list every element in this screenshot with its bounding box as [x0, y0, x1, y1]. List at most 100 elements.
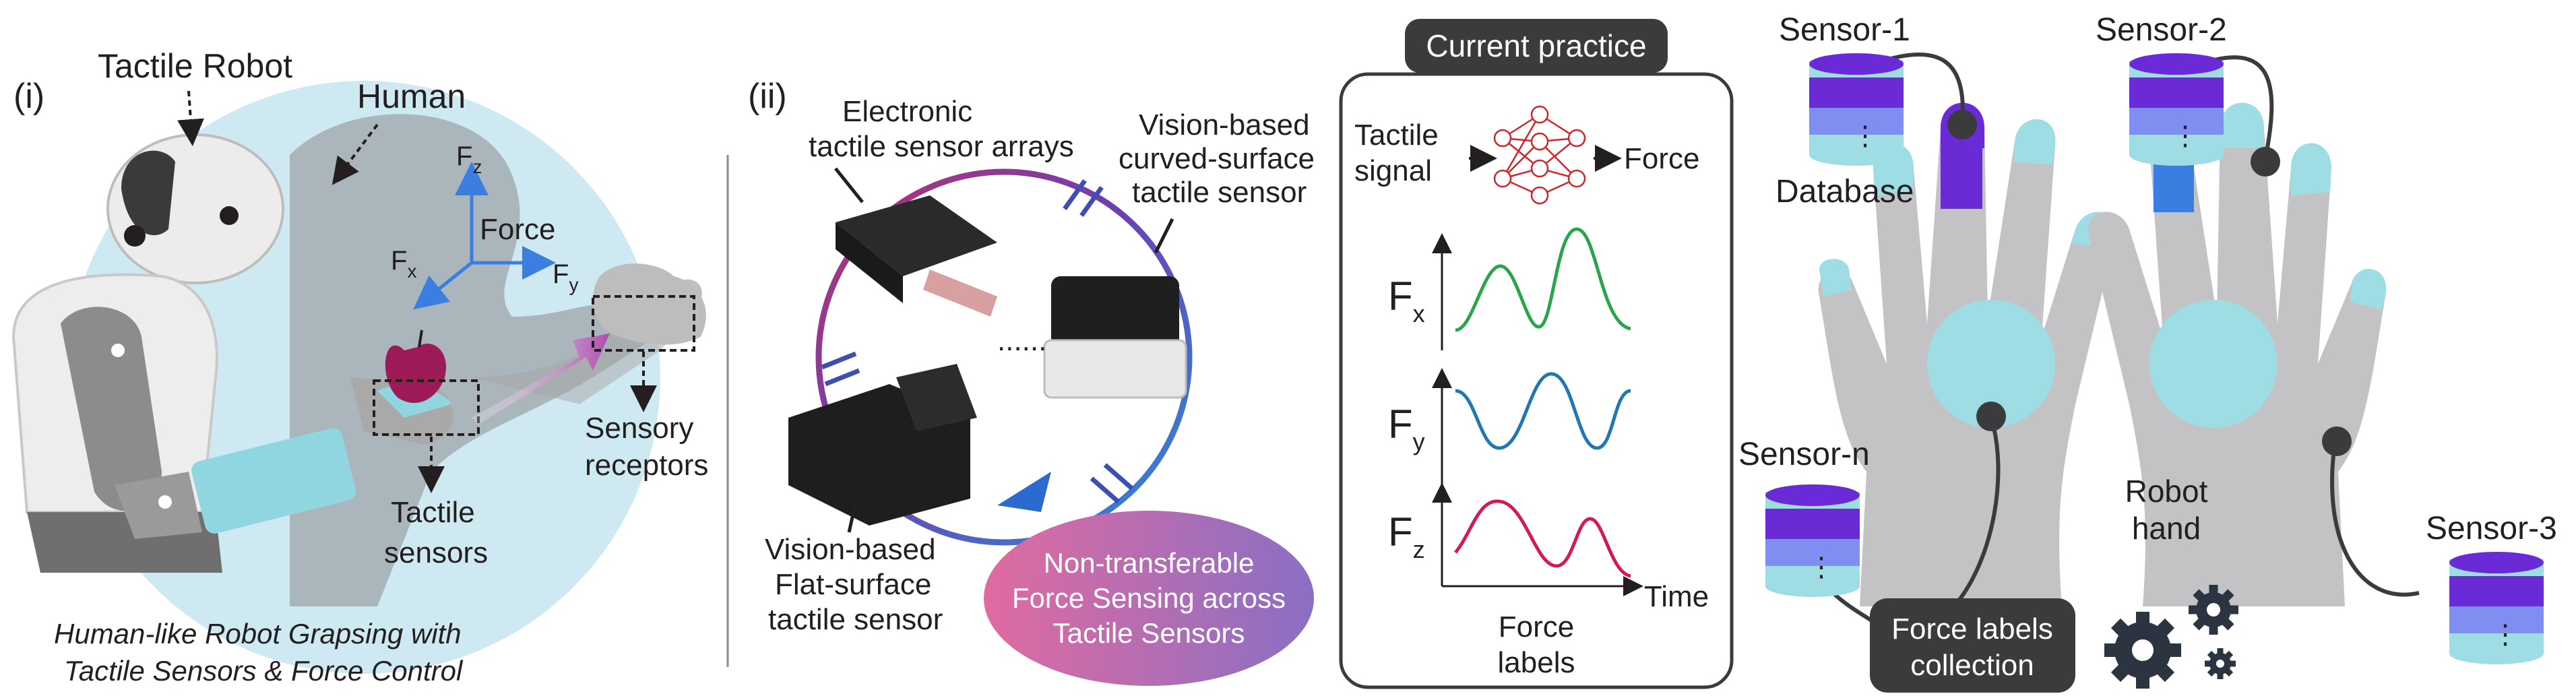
left-palm-sensor-node — [1976, 402, 2006, 431]
current-practice-title: Current practice — [1426, 28, 1646, 63]
sensory-receptors-label-1: Sensory — [585, 412, 693, 445]
sensor-n-label: Sensor-n — [1738, 437, 1870, 472]
left-palm-pad — [1927, 300, 2055, 428]
human-label: Human — [357, 77, 466, 115]
fx-curve — [1455, 227, 1631, 332]
electronic-label-1: Electronic — [842, 95, 972, 128]
right-palm-pad — [2149, 300, 2277, 428]
flat-label-3: tactile sensor — [768, 603, 943, 636]
tactile-sensors-label-2: sensors — [384, 536, 488, 569]
robot-upper-arm — [61, 307, 162, 511]
human-hand-shadow — [593, 263, 706, 345]
human-shadow — [290, 114, 702, 606]
caption-line-1: Human-like Robot Grapsing with — [54, 618, 462, 650]
curved-label-2: curved-surface — [1119, 142, 1315, 175]
panel-ii-tag: (ii) — [748, 77, 787, 116]
database-icon-2: ⋮ — [2129, 53, 2224, 166]
database-label: Database — [1776, 174, 1914, 210]
tactile-sensors-label-1: Tactile — [391, 496, 475, 529]
apple-stem — [418, 329, 423, 348]
database-icon-3: ⋮ — [2449, 552, 2544, 664]
receptor-box — [592, 295, 695, 352]
sensory-receptors-label-2: receptors — [585, 449, 708, 482]
sensor-ring — [815, 168, 1193, 546]
plot-fz-label: Fz — [1388, 509, 1425, 563]
collection-box — [1870, 598, 2075, 693]
oval-line-3: Tactile Sensors — [1053, 617, 1245, 649]
robot-forearm-cyan — [191, 428, 356, 534]
ring-break-marks — [821, 179, 1134, 504]
right-palm-sensor-node — [2322, 426, 2352, 456]
oval-line-2: Force Sensing across — [1012, 582, 1286, 614]
flat-pointer — [847, 501, 858, 533]
curved-label-1: Vision-based — [1139, 108, 1310, 141]
force-plots — [1432, 233, 1643, 596]
electronic-pointer — [834, 167, 864, 203]
plot-fx-label: Fx — [1388, 274, 1425, 327]
database-icon-1: ⋮ — [1809, 53, 1904, 166]
sensor-3-label: Sensor-3 — [2426, 511, 2557, 546]
force-axis-x — [413, 261, 473, 310]
robot-joint-2 — [158, 495, 172, 509]
electronic-label-2: tactile sensor arrays — [809, 130, 1074, 163]
left-finger-2-band — [1941, 128, 1982, 209]
left-thumb-tip — [1819, 259, 1852, 296]
collection-label-1: Force labels — [1891, 612, 2053, 645]
flat-label-2: Flat-surface — [775, 568, 931, 601]
tactile-robot-label: Tactile Robot — [98, 47, 292, 85]
robot-visor — [121, 150, 175, 236]
fy-label: Fy — [553, 259, 578, 295]
more-sensors-dots: ...... — [997, 324, 1046, 357]
right-finger-tip-2 — [2220, 102, 2264, 148]
curved-pointer — [1154, 218, 1174, 254]
neural-network-icon — [1493, 105, 1586, 205]
database-icon-n: ⋮ — [1765, 484, 1860, 597]
time-label: Time — [1644, 580, 1709, 613]
robot-joint — [111, 344, 125, 357]
panel-i: (i) Fz Fy Fx Force Tactile Robot Hum — [11, 47, 708, 687]
oval-line-1: Non-transferable — [1044, 547, 1255, 579]
flat-sensor-top — [896, 364, 977, 431]
human-pointer — [332, 123, 379, 185]
tactile-signal-1: Tactile — [1354, 119, 1439, 152]
current-practice-box — [1339, 72, 1734, 689]
electronic-sensor-cable — [923, 270, 997, 317]
right-finger-sensor-node — [2251, 147, 2280, 177]
svg-text:⋮: ⋮ — [2492, 620, 2519, 650]
curved-sensor-base — [1043, 339, 1187, 399]
flat-label-1: Vision-based — [765, 533, 936, 566]
caption-line-2: Tactile Sensors & Force Control — [64, 655, 464, 687]
hands-panel: ⋮ ⋮ ⋮ ⋮ Sensor-1 Sensor-2 Dat — [1738, 12, 2557, 693]
right-finger-tip-3 — [2291, 143, 2331, 195]
svg-text:⋮: ⋮ — [1852, 121, 1879, 151]
fy-curve — [1455, 372, 1631, 450]
left-finger-sensor-node — [1947, 110, 1977, 139]
tactile-signal-2: signal — [1354, 154, 1432, 187]
non-transferable-oval — [984, 511, 1314, 686]
tactile-sensor-box — [373, 379, 480, 436]
robot-hand-label-2: hand — [2132, 511, 2201, 546]
curved-label-3: tactile sensor — [1132, 176, 1307, 209]
nn-force-label: Force — [1624, 142, 1699, 175]
force-labels-1: Force — [1499, 610, 1574, 643]
fz-label: Fz — [456, 141, 482, 177]
panel-i-tag: (i) — [13, 77, 44, 116]
apple-object — [385, 344, 446, 404]
tactile-robot-pointer — [177, 90, 204, 146]
left-finger-tip-3 — [2013, 119, 2056, 165]
fx-label: Fx — [391, 246, 416, 282]
gear-icon — [2104, 585, 2238, 689]
fz-curve — [1454, 499, 1631, 578]
sensor-1-label: Sensor-1 — [1779, 12, 1910, 48]
electronic-sensor — [836, 195, 997, 276]
svg-text:⋮: ⋮ — [2172, 121, 2199, 151]
robot-forearm — [115, 472, 202, 539]
electronic-sensor-side — [836, 222, 903, 303]
force-label: Force — [480, 213, 555, 246]
right-thumb-tip — [2350, 268, 2387, 310]
transfer-arrow — [472, 334, 610, 424]
sensor-2-label: Sensor-2 — [2096, 12, 2227, 48]
current-practice-panel: Current practice Tactile signal Force Fx… — [1339, 19, 1734, 689]
robot-ear — [124, 225, 146, 247]
